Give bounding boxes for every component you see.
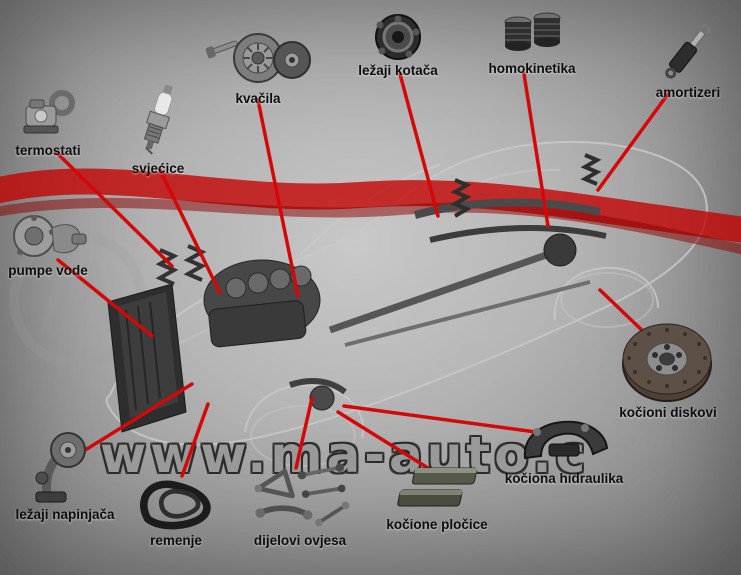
part-label-svjecice: svjećice	[131, 161, 185, 176]
cv-joint-icon	[500, 8, 564, 60]
connector-amortizeri	[596, 92, 670, 192]
part-kocioni-diskovi: kočioni diskovi	[610, 318, 726, 420]
part-svjecice: svjećice	[118, 80, 198, 176]
part-label-kocioni-diskovi: kočioni diskovi	[619, 405, 717, 420]
connector-svjecice	[158, 168, 222, 295]
part-label-pumpe-vode: pumpe vode	[8, 263, 88, 278]
connector-homokinetika	[522, 72, 550, 228]
part-label-kocione-plocice: kočione pločice	[386, 517, 488, 532]
part-lezaji-kotaca: ležaji kotača	[348, 12, 448, 78]
part-kocione-plocice: kočione pločice	[382, 460, 492, 532]
part-kociona-hidraulika: kočiona hidraulika	[496, 414, 632, 486]
connector-kvacila	[256, 98, 300, 298]
part-label-termostati: termostati	[15, 143, 81, 158]
part-lezaji-napinjaca: ležaji napinjača	[2, 426, 128, 522]
part-remenje: remenje	[128, 464, 224, 548]
part-label-kvacila: kvačila	[235, 91, 281, 106]
suspension-parts-icon	[244, 460, 356, 532]
brake-disc-icon	[619, 318, 717, 404]
thermostat-icon	[18, 90, 78, 142]
wheel-bearing-icon	[369, 12, 427, 62]
spark-plug-icon	[135, 80, 181, 160]
part-label-lezaji-napinjaca: ležaji napinjača	[15, 507, 115, 522]
brake-caliper-icon	[515, 414, 613, 470]
part-homokinetika: homokinetika	[482, 8, 582, 76]
part-amortizeri: amortizeri	[638, 18, 738, 100]
red-swoosh	[0, 168, 741, 255]
shock-absorber-icon	[652, 18, 724, 84]
water-pump-icon	[8, 210, 88, 262]
brake-pads-icon	[391, 460, 483, 516]
part-dijelovi-ovjesa: dijelovi ovjesa	[242, 460, 358, 548]
part-pumpe-vode: pumpe vode	[0, 210, 96, 278]
clutch-icon	[205, 26, 311, 90]
part-label-remenje: remenje	[150, 533, 202, 548]
part-label-dijelovi-ovjesa: dijelovi ovjesa	[253, 533, 347, 548]
car-drivetrain-detail	[107, 153, 607, 433]
part-label-lezaji-kotaca: ležaji kotača	[358, 63, 438, 78]
tensioner-bearing-icon	[28, 426, 102, 506]
part-label-homokinetika: homokinetika	[488, 61, 576, 76]
part-label-amortizeri: amortizeri	[655, 85, 721, 100]
part-label-kociona-hidraulika: kočiona hidraulika	[504, 471, 624, 486]
connector-lezaji-kotaca	[398, 72, 440, 218]
part-kvacila: kvačila	[198, 26, 318, 106]
belt-icon	[132, 464, 220, 532]
part-termostati: termostati	[6, 90, 90, 158]
